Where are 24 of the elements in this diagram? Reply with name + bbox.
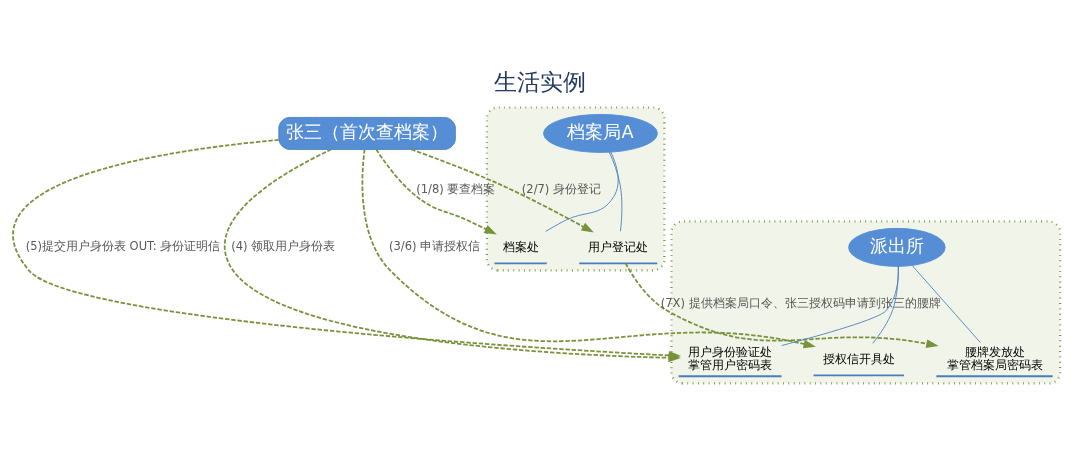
connector	[872, 265, 899, 344]
node-ellipse: 档案局A	[543, 113, 658, 153]
node-text: 授权信开具处	[822, 350, 895, 366]
edge-label: (3/6) 申请授权信	[388, 238, 481, 253]
node-text: 腰牌发放处 掌管档案局密码表	[946, 343, 1043, 372]
arrow	[624, 262, 939, 348]
edge-label: (4) 领取用户身份表	[231, 238, 336, 253]
arrow	[410, 148, 594, 233]
edge-label: (1/8) 要查档案	[416, 181, 496, 196]
node-text: 用户登记处	[588, 238, 649, 254]
connector	[911, 264, 981, 343]
connector	[781, 265, 899, 346]
edge-label: (2/7) 身份登记	[521, 181, 602, 196]
diagram-title: 生活实例	[494, 68, 586, 95]
connector	[545, 151, 619, 232]
edge-label: (7X) 提供档案局口令、张三授权码申请到张三的腰牌	[660, 295, 941, 310]
node-ellipse: 派出所	[848, 227, 946, 267]
arrow	[361, 148, 816, 348]
node-box: 张三（首次查档案）	[278, 116, 456, 150]
node-text: 用户身份验证处 掌管用户密码表	[688, 343, 773, 372]
connector	[608, 151, 623, 232]
edge-label: (5)提交用户身份表 OUT: 身份证明信	[25, 238, 221, 253]
arrow	[375, 148, 497, 235]
node-text: 档案处	[502, 238, 539, 254]
